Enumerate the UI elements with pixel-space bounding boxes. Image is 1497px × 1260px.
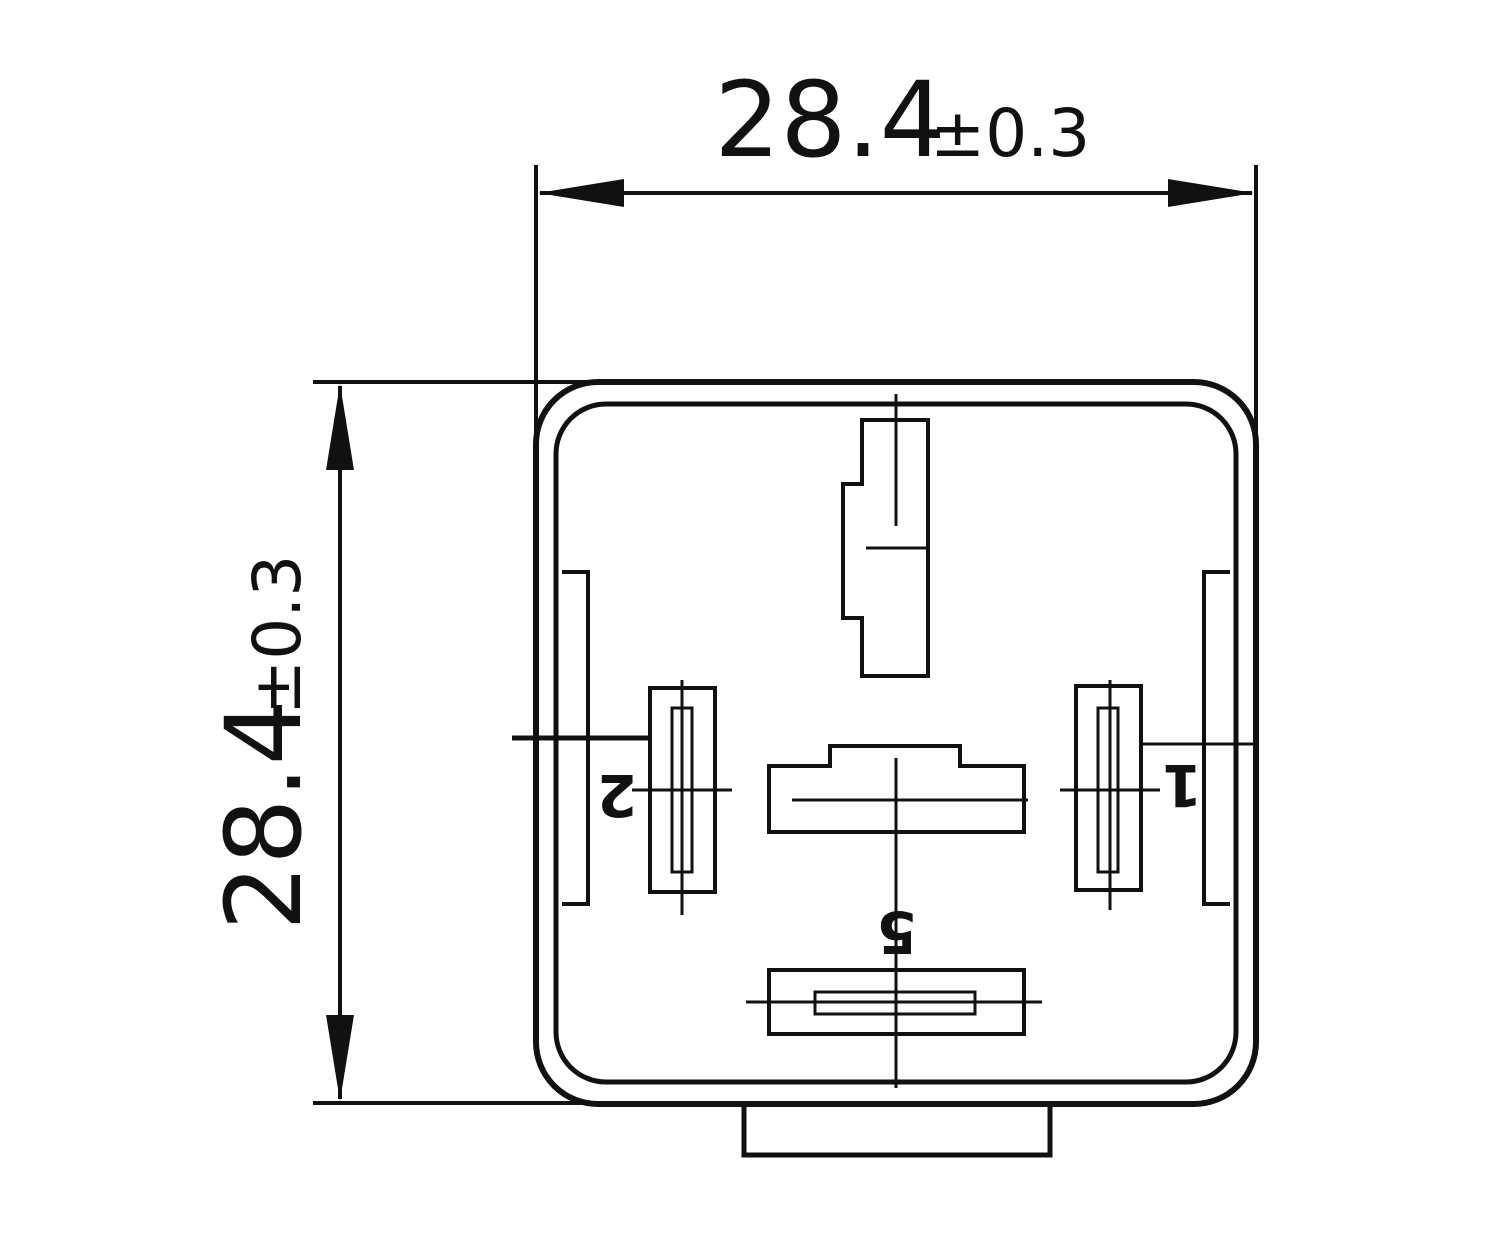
- height-dimension: 28.4 ±0.3: [203, 380, 590, 1105]
- top-terminal: [841, 394, 930, 678]
- pin-5-label: 5: [877, 898, 917, 966]
- width-arrow-right: [1168, 179, 1254, 207]
- top-terminal-outline: [841, 418, 930, 678]
- width-dimension-value: 28.4: [714, 59, 946, 181]
- height-arrow-bottom: [326, 1015, 354, 1101]
- height-arrow-top: [326, 384, 354, 470]
- width-dimension-tolerance: ±0.3: [930, 95, 1090, 172]
- height-dimension-value: 28.4: [203, 699, 325, 931]
- right-rib: [1202, 570, 1230, 906]
- housing-outer: [533, 379, 1259, 1107]
- pin-1-terminal: 1: [1060, 680, 1254, 910]
- bottom-tab: [741, 1104, 1053, 1158]
- height-dimension-tolerance: ±0.3: [239, 555, 316, 715]
- pin-2-terminal: 2: [512, 680, 732, 915]
- pin-5-terminal: 5: [746, 898, 1042, 1036]
- pin-1-label: 1: [1162, 751, 1202, 819]
- width-dimension: 28.4 ±0.3: [534, 59, 1258, 440]
- width-arrow-left: [538, 179, 624, 207]
- pin-2-label: 2: [597, 761, 637, 829]
- center-terminal-outline: [767, 744, 1026, 834]
